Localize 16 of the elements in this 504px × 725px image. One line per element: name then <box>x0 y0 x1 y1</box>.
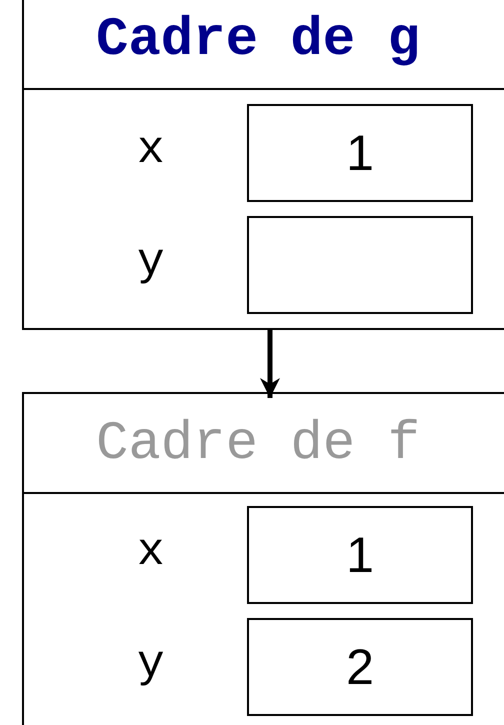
value-box <box>247 216 473 314</box>
value-text: 2 <box>346 638 374 696</box>
variable-name: x <box>137 526 165 578</box>
variable-name: y <box>137 236 165 288</box>
frame-title: Cadre de g <box>94 10 422 71</box>
value-box <box>247 104 473 202</box>
frame-title: Cadre de f <box>94 414 422 475</box>
stack-frame <box>22 392 504 725</box>
stack-frame <box>22 0 504 330</box>
value-box <box>247 618 473 716</box>
variable-name: x <box>137 124 165 176</box>
variable-name: y <box>137 638 165 690</box>
value-box <box>247 506 473 604</box>
value-text: 1 <box>346 526 374 584</box>
value-text: 1 <box>346 124 374 182</box>
arrow <box>260 330 280 398</box>
